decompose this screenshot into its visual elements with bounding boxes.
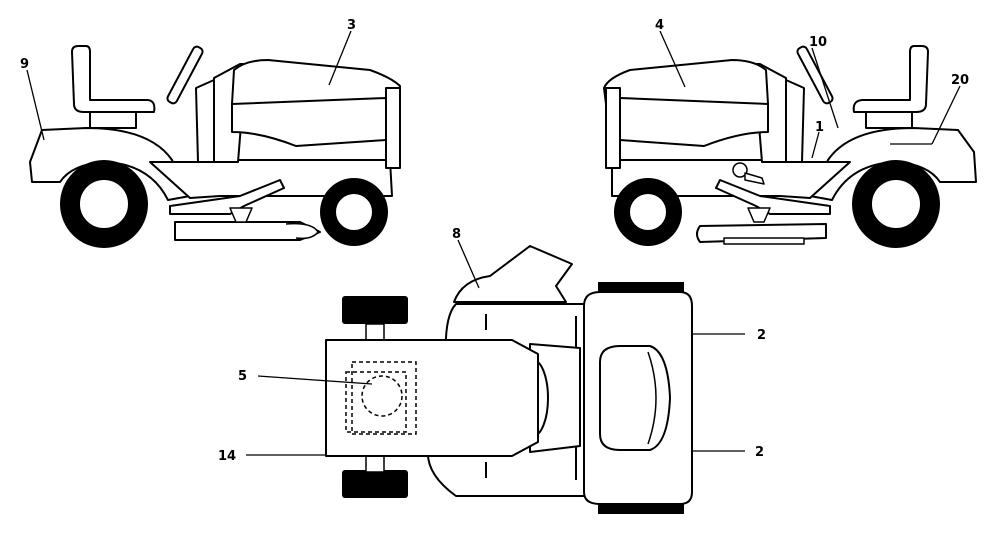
front-tire-top-upper [342,296,408,324]
callout-2-upper: 2 [757,328,766,343]
deck-chute-left [285,222,319,240]
footrest-left [169,179,285,215]
seat-base-right [865,111,913,129]
callout-20: 20 [951,73,969,88]
leader-5 [257,375,373,385]
leader-3 [328,30,352,86]
footrest-right [715,179,831,215]
rear-fender-left [29,127,191,201]
decal-outline-offset [345,371,407,433]
callout-5: 5 [238,369,247,384]
rear-rim-left [78,178,130,230]
seat-right [852,45,929,113]
steering-wheel-left [166,45,204,105]
decal-circle [361,375,403,417]
engine-side-right [619,97,769,147]
front-spindle-upper [365,323,385,341]
callout-3: 3 [347,18,356,33]
engine-side-left [231,97,387,147]
decal-outline [351,361,417,435]
hood-top [325,339,539,457]
seat-top [599,345,671,451]
leader-20 [931,85,961,145]
grille-left [385,87,401,169]
grille-right [605,87,621,169]
tractor-right-side-view [603,45,977,248]
front-spindle-lower [365,455,385,473]
leader-10 [811,47,839,129]
callout-9: 9 [20,57,29,72]
lever-knob-right [732,162,748,178]
callout-labels: 3 4 9 10 1 20 8 5 14 2 2 [20,18,969,464]
leader-8 [457,239,480,289]
leader-1 [811,131,820,159]
tractor-left-side-view [29,45,401,248]
callout-2-lower: 2 [755,445,764,460]
leader-4 [659,30,686,88]
rear-rim-right [870,178,922,230]
callout-14: 14 [218,449,236,464]
leader-9 [26,69,45,141]
deck-hanger-right [747,207,771,223]
seat-base-left [89,111,137,129]
callout-1: 1 [815,120,824,135]
leader-lines [26,30,961,456]
front-tire-top-lower [342,470,408,498]
callout-10: 10 [809,35,827,50]
discharge-chute [453,245,573,303]
front-rim-right [628,192,668,232]
hood-left [231,59,401,105]
seat-back-top [647,351,657,445]
rear-fender-right [809,127,977,201]
lever-right [744,172,765,185]
deck-skirt-right [723,237,805,245]
callout-4: 4 [655,18,664,33]
deck-hanger-left [229,207,253,223]
hood-right [603,59,769,105]
tractor-top-view [325,245,693,514]
callout-8: 8 [452,227,461,242]
front-rim-left [334,192,374,232]
seat-left [71,45,156,113]
